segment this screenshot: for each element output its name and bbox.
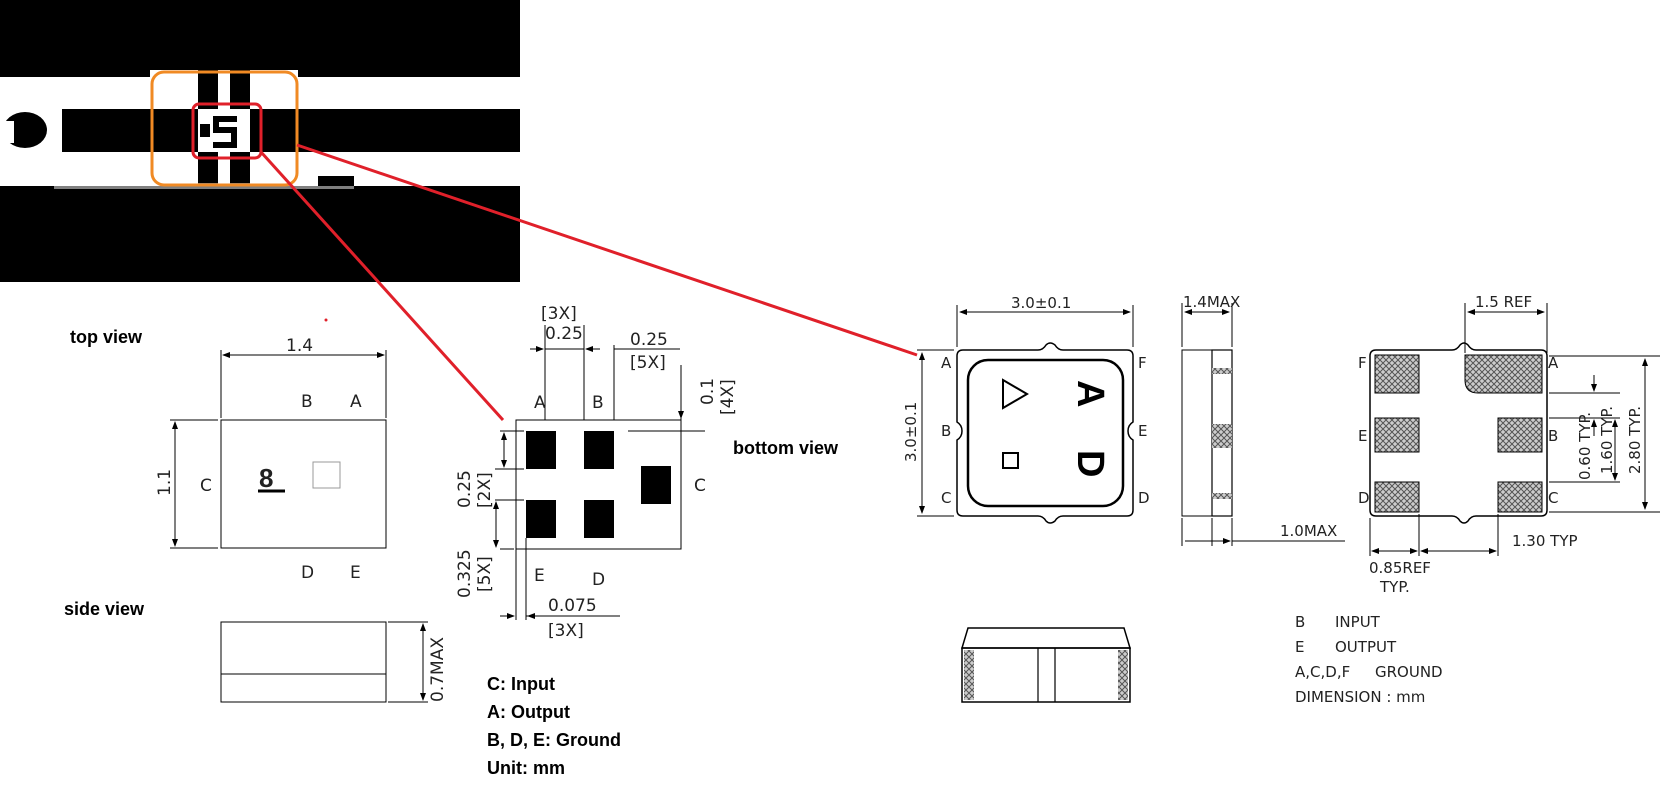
right-pin-c: C (941, 489, 951, 507)
legend-line-ground: B, D, E: Ground (487, 730, 621, 750)
edge-dim: 0.1 (698, 378, 718, 405)
typ-280-dim: 2.80 TYP. (1626, 406, 1644, 474)
pad-width-note: [3X] (541, 304, 577, 324)
bottom-view-drawing (493, 325, 705, 620)
top-height-dim: 1.1 (155, 469, 175, 496)
right-bottom-pin-d: D (1358, 489, 1370, 507)
typ-160-dim: 1.60 TYP. (1598, 406, 1616, 474)
pad-height-note: [2X] (475, 472, 495, 508)
right-side-width-dim: 1.4MAX (1183, 293, 1240, 311)
right-legend-func: OUTPUT (1335, 638, 1397, 656)
right-legend-pin: DIMENSION : mm (1295, 688, 1426, 706)
right-legend-pin: B (1295, 613, 1306, 631)
right-pin-legend: B INPUT E OUTPUT A,C,D,F GROUND DIMENSION :… (1295, 610, 1443, 710)
right-width-dim: 3.0±0.1 (1011, 294, 1071, 312)
right-legend-pin: E (1295, 638, 1305, 656)
bottom-pin-b: B (592, 393, 604, 413)
right-pin-b: B (941, 422, 951, 440)
side-view-drawing (220, 621, 428, 703)
right-ref-dim: 1.5 REF (1475, 293, 1532, 311)
pad-gap-dim: 0.25 (630, 330, 668, 350)
top-pin-e: E (350, 563, 361, 583)
right-pin-d: D (1138, 489, 1150, 507)
pad-gap-note: [5X] (630, 353, 666, 373)
side-view-label: side view (64, 599, 145, 619)
ref-085-dim: 0.85REF (1369, 559, 1431, 577)
top-pin-a: A (350, 392, 362, 412)
top-view-label: top view (70, 327, 143, 347)
right-height-dim: 3.0±0.1 (902, 402, 920, 462)
right-bottom-pin-f: F (1358, 354, 1367, 372)
top-marking: 8 (259, 463, 273, 493)
top-pin-b: B (301, 392, 313, 412)
top-view-drawing (170, 350, 387, 549)
top-pin-c: C (200, 476, 212, 496)
pad-c (641, 466, 671, 504)
orange-highlight-box (150, 70, 299, 187)
offset-dim: 0.075 (548, 596, 597, 616)
pad-e (526, 500, 556, 538)
right-legend-row: B INPUT (1295, 610, 1443, 635)
right-legend-row: A,C,D,F GROUND (1295, 660, 1443, 685)
right-pin-e: E (1138, 422, 1147, 440)
side-height-dim: 0.7MAX (428, 637, 448, 702)
right-bottom-pin-e: E (1358, 427, 1367, 445)
typ-130-dim: 1.30 TYP (1512, 532, 1578, 550)
left-pin-legend: C: Input A: Output B, D, E: Ground Unit:… (487, 670, 621, 782)
bottom-pin-e: E (534, 566, 545, 586)
red-highlight-box (191, 102, 263, 160)
right-side-height-dim: 1.0MAX (1280, 522, 1337, 540)
top-pin-d: D (301, 563, 314, 583)
pad-d (584, 500, 614, 538)
right-bottom-view-drawing (1369, 303, 1660, 556)
right-pin-f: F (1138, 354, 1147, 372)
right-legend-func: GROUND (1375, 663, 1443, 681)
pad-width-dim: 0.25 (545, 324, 583, 344)
typ-060-dim: 0.60 TYP. (1576, 412, 1594, 480)
right-top-view-drawing (917, 305, 1134, 524)
right-legend-row: DIMENSION : mm (1295, 685, 1443, 710)
right-legend-pin: A,C,D,F (1295, 663, 1351, 681)
right-bottom-pin-b: B (1548, 427, 1558, 445)
right-lower-side-view (960, 627, 1132, 703)
pitch-dim: 0.325 (455, 549, 475, 598)
legend-line-unit: Unit: mm (487, 758, 565, 778)
top-width-dim: 1.4 (286, 336, 313, 356)
right-bottom-pin-a: A (1548, 354, 1559, 372)
pointer-line-right (296, 143, 918, 357)
right-bottom-pin-c: C (1548, 489, 1558, 507)
ref-085-sub: TYP. (1379, 578, 1410, 596)
bottom-pin-a: A (534, 393, 546, 413)
pointer-line-left (259, 150, 505, 422)
legend-line-input: C: Input (487, 674, 555, 694)
pad-a (526, 431, 556, 469)
legend-line-output: A: Output (487, 702, 570, 722)
pad-height-dim: 0.25 (455, 470, 475, 508)
right-side-view-drawing (1181, 303, 1345, 546)
edge-note: [4X] (718, 379, 738, 415)
right-marking-d: D (1069, 450, 1111, 477)
bottom-view-label: bottom view (733, 438, 839, 458)
pad-b (584, 431, 614, 469)
right-pin-a: A (941, 354, 952, 372)
pitch-note: [5X] (475, 556, 495, 592)
right-legend-row: E OUTPUT (1295, 635, 1443, 660)
right-marking-a: A (1069, 380, 1111, 407)
bottom-pin-c: C (694, 476, 706, 496)
bottom-pin-d: D (592, 570, 605, 590)
right-legend-func: INPUT (1335, 613, 1380, 631)
offset-note: [3X] (548, 621, 584, 641)
